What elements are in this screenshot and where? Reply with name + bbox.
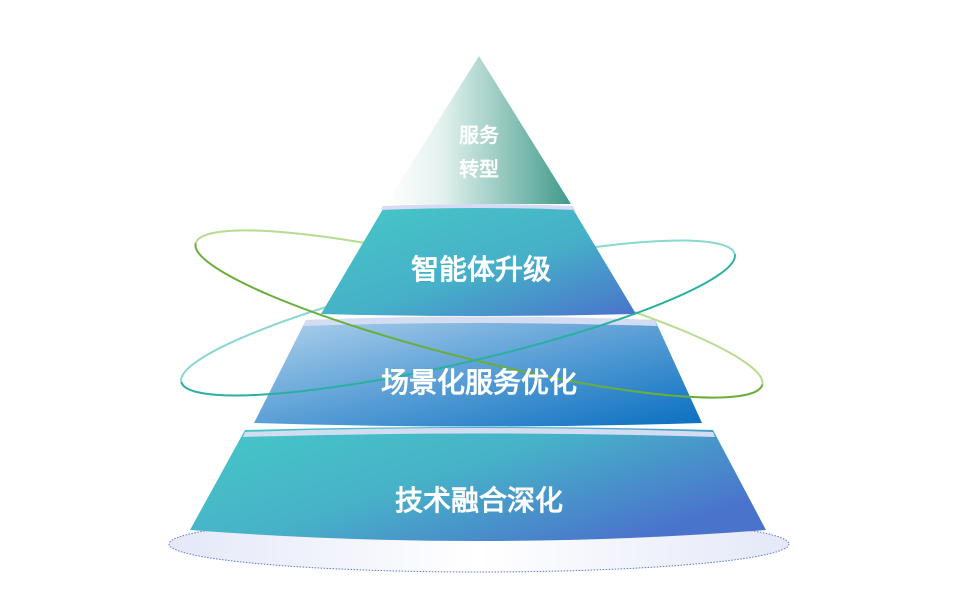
green-ring-front — [194, 243, 764, 399]
level-4-label: 技术融合深化 — [395, 484, 563, 517]
level-1-label-line2: 转型 — [459, 157, 499, 181]
pyramid-level-1 — [386, 56, 571, 204]
level-1-label-line1: 服务 — [459, 123, 500, 147]
pyramid-level-4 — [190, 427, 766, 541]
level-separator — [381, 204, 575, 210]
teal-ring-front — [180, 253, 736, 397]
level-3-label: 场景化服务优化 — [381, 366, 577, 399]
level-2-label: 智能体升级 — [411, 253, 551, 286]
pyramid-level-3 — [254, 317, 702, 427]
level-separator — [303, 316, 657, 326]
level-separator — [243, 428, 715, 437]
pyramid-level-2 — [321, 207, 636, 316]
